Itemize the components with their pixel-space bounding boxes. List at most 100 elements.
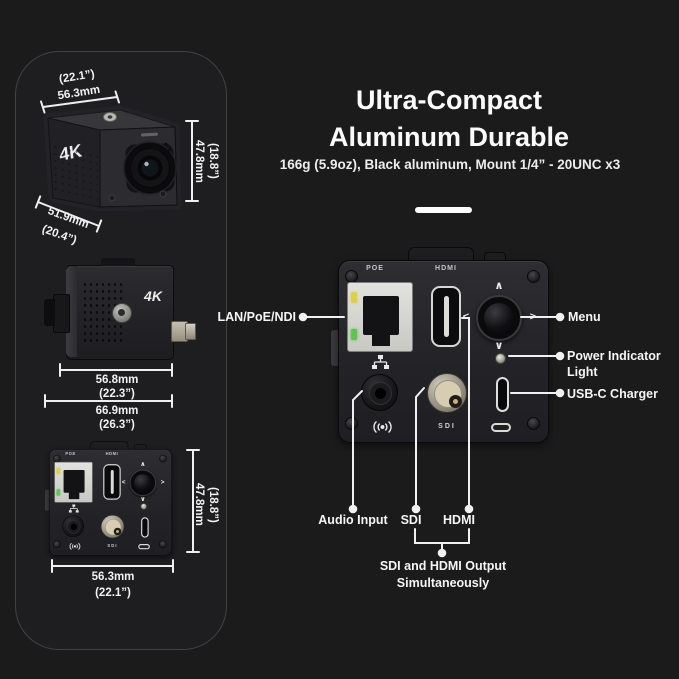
- side-top-mount: [101, 258, 135, 266]
- audio-input-jack: [361, 374, 398, 411]
- callout-simultaneous: SDI and HDMI Output Simultaneously: [343, 558, 543, 592]
- front-screw: [159, 190, 167, 198]
- front-height-mm: 47.8mm: [193, 139, 205, 183]
- rear-panel-small: POE HDMI ∧ ∨ < >: [44, 441, 173, 556]
- ethernet-port: [347, 282, 413, 352]
- front-screw: [108, 194, 116, 202]
- callout-lan: LAN/PoE/NDI: [217, 310, 296, 324]
- side-mount-screw-hole: [118, 309, 125, 316]
- callout-dot-usb: [555, 388, 565, 398]
- joystick-right-icon: >: [529, 311, 537, 323]
- title-line1: Ultra-Compact: [355, 85, 543, 115]
- joystick-up-icon: ∧: [140, 460, 146, 468]
- title-line2: Aluminum Durable: [328, 122, 570, 152]
- usb-c-icon: [491, 423, 511, 432]
- callout-dot-simultaneous: [437, 548, 447, 558]
- sdi-port-label: SDI: [438, 423, 456, 430]
- callout-sdi: SDI: [400, 513, 422, 527]
- network-icon: [68, 504, 79, 513]
- front-height-inches: (18.8”): [207, 143, 219, 179]
- bracket-sdi-hdmi: [414, 528, 470, 544]
- ethernet-notch: [372, 331, 390, 346]
- callout-usb-charger: USB-C Charger: [567, 387, 658, 401]
- rear-side-tab: [331, 330, 339, 366]
- callout-power-indicator: Power Indicator Light: [567, 349, 661, 379]
- ethernet-notch: [68, 490, 80, 500]
- callout-hdmi: HDMI: [443, 513, 475, 527]
- panel-screw: [52, 540, 61, 548]
- menu-joystick: [476, 295, 522, 341]
- poe-port-label: POE: [366, 265, 384, 272]
- bnc-hole: [448, 394, 462, 408]
- lens-highlight: [144, 161, 149, 167]
- hdmi-port: [103, 464, 121, 500]
- panel-screw: [526, 269, 540, 283]
- bnc-inner-ring: [434, 380, 462, 408]
- rear-width-dims: 56.3mm (22.1”): [63, 570, 163, 601]
- joystick-right-icon: >: [160, 478, 165, 486]
- callout-dot-lan: [298, 312, 308, 322]
- bnc-hole: [113, 527, 122, 535]
- sdi-bnc-connector: [427, 373, 467, 413]
- ethernet-led-yellow: [351, 292, 357, 303]
- hdmi-slot: [110, 469, 114, 494]
- rear-panel-large: POE HDMI ∧ ∨ < >: [331, 247, 549, 443]
- ethernet-port: [54, 461, 93, 503]
- ethernet-led-green: [351, 329, 357, 340]
- section-divider: [415, 207, 472, 213]
- mic-hole: [162, 149, 166, 153]
- page-title: Ultra-Compact Aluminum Durable: [280, 82, 618, 156]
- hdmi-port: [431, 286, 461, 347]
- rear-width-inches: (22.1”): [95, 586, 131, 599]
- rear-side-tab: [44, 489, 50, 511]
- bnc-inner-ring: [104, 518, 122, 536]
- rear-width-mm: 56.3mm: [91, 571, 135, 583]
- bnc-pin: [452, 398, 458, 404]
- side-bnc-tip: [185, 323, 196, 340]
- hdmi-port-label: HDMI: [105, 451, 119, 456]
- power-indicator-led: [140, 503, 147, 510]
- callout-simultaneous-line2: Simultaneously: [396, 576, 490, 590]
- side-overall-dims: 66.9mm (26.3”): [67, 405, 167, 432]
- camera-front-view: 4K: [43, 105, 182, 212]
- side-front-bevel: [66, 266, 77, 357]
- callout-menu: Menu: [568, 310, 601, 324]
- side-overall-mm: 66.9mm: [95, 405, 139, 417]
- badge-4k-side: 4K: [144, 288, 162, 304]
- hdmi-port-label: HDMI: [435, 265, 457, 272]
- poe-port-label: POE: [65, 451, 76, 456]
- side-body-mm: 56.8mm: [95, 374, 139, 386]
- panel-screw: [526, 416, 540, 430]
- joystick-up-icon: ∧: [494, 280, 504, 292]
- joystick-ball: [134, 474, 152, 492]
- joystick-ball: [484, 303, 514, 333]
- joystick-down-icon: ∨: [140, 495, 146, 503]
- callout-dot-power: [555, 351, 565, 361]
- sdi-bnc-connector: [100, 514, 125, 539]
- menu-joystick: [129, 469, 157, 497]
- rear-height-mm: 47.8mm: [193, 483, 205, 526]
- audio-jack-hole: [70, 523, 77, 531]
- ethernet-cavity: [63, 469, 85, 493]
- ethernet-led-green: [56, 489, 61, 496]
- audio-icon: [69, 542, 81, 550]
- panel-screw: [158, 540, 167, 548]
- callout-dot-menu: [555, 312, 565, 322]
- rear-height-inches: (18.8”): [207, 486, 219, 523]
- side-body-inches: (22.3”): [99, 387, 135, 400]
- panel-screw: [158, 454, 167, 463]
- bnc-pin: [115, 529, 119, 533]
- panel-screw: [344, 416, 358, 430]
- callout-simultaneous-line1: SDI and HDMI Output: [379, 559, 507, 573]
- network-icon: [372, 355, 389, 369]
- audio-input-jack: [62, 515, 84, 538]
- usb-c-icon: [138, 544, 150, 550]
- side-lens-barrel: [53, 294, 70, 333]
- usb-c-port: [141, 517, 149, 538]
- lens-glass: [141, 159, 159, 177]
- mic-hole: [164, 142, 168, 146]
- side-overall-inches: (26.3”): [99, 418, 135, 431]
- joystick-left-icon: <: [462, 311, 470, 323]
- ethernet-led-yellow: [56, 467, 61, 475]
